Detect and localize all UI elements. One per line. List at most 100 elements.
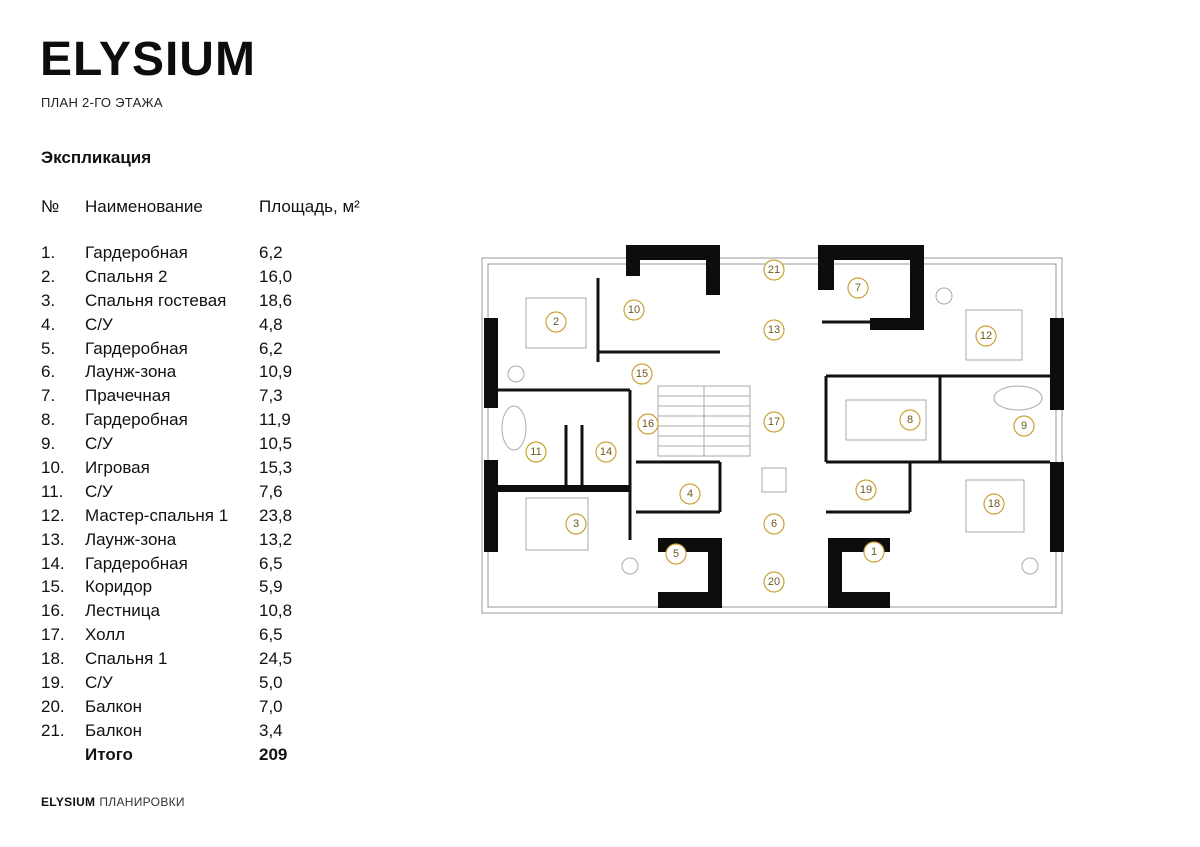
bed-12 bbox=[965, 309, 1023, 361]
room-number: 8. bbox=[41, 410, 56, 430]
terrace-outline bbox=[481, 257, 1063, 614]
svg-text:9: 9 bbox=[1021, 420, 1027, 432]
plan-subtitle: ПЛАН 2-ГО ЭТАЖА bbox=[41, 95, 163, 110]
room-name: Лестница bbox=[85, 601, 160, 621]
room-name: Гардеробная bbox=[85, 410, 188, 430]
room-area: 11,9 bbox=[259, 410, 291, 430]
room-number: 2. bbox=[41, 266, 56, 286]
svg-text:17: 17 bbox=[768, 416, 780, 428]
room-number: 13. bbox=[41, 529, 65, 549]
room-name: С/У bbox=[85, 434, 113, 454]
svg-text:12: 12 bbox=[980, 330, 992, 342]
svg-text:21: 21 bbox=[768, 264, 780, 276]
room-tag-19: 19 bbox=[855, 479, 877, 501]
room-tag-7: 7 bbox=[847, 277, 869, 299]
room-tag-16: 16 bbox=[637, 413, 659, 435]
svg-text:10: 10 bbox=[628, 304, 640, 316]
terrace-inner-outline bbox=[487, 263, 1057, 608]
svg-text:3: 3 bbox=[573, 518, 579, 530]
room-area: 10,8 bbox=[259, 601, 293, 621]
room-tag-14: 14 bbox=[595, 441, 617, 463]
room-area: 7,6 bbox=[259, 481, 283, 501]
room-number: 11. bbox=[41, 481, 64, 501]
room-name: Гардеробная bbox=[85, 553, 188, 573]
room-number: 12. bbox=[41, 505, 65, 525]
room-tag-15: 15 bbox=[631, 363, 653, 385]
svg-text:4: 4 bbox=[687, 488, 693, 500]
room-number: 9. bbox=[41, 434, 56, 454]
svg-text:5: 5 bbox=[673, 548, 679, 560]
room-number: 20. bbox=[41, 696, 65, 716]
room-area: 5,0 bbox=[259, 673, 283, 693]
room-tag-11: 11 bbox=[525, 441, 547, 463]
room-area: 6,2 bbox=[259, 243, 283, 262]
room-number: 14. bbox=[41, 553, 65, 573]
bed-18 bbox=[965, 479, 1025, 533]
room-area: 15,3 bbox=[259, 458, 293, 478]
room-tag-2: 2 bbox=[545, 311, 567, 333]
ottoman bbox=[761, 467, 787, 493]
room-area: 10,5 bbox=[259, 434, 293, 454]
room-area: 13,2 bbox=[259, 529, 293, 549]
room-area: 3,4 bbox=[259, 720, 283, 740]
armchair-2 bbox=[507, 365, 525, 383]
column-area-header: Площадь, м² bbox=[259, 197, 360, 216]
brand-title: ELYSIUM bbox=[40, 33, 256, 86]
room-area: 4,8 bbox=[259, 314, 283, 334]
room-tag-8: 8 bbox=[899, 409, 921, 431]
svg-text:1: 1 bbox=[871, 546, 877, 558]
room-tag-6: 6 bbox=[763, 513, 785, 535]
svg-text:11: 11 bbox=[530, 446, 541, 458]
footer-section: ПЛАНИРОВКИ bbox=[99, 795, 185, 809]
bed-2 bbox=[525, 297, 587, 349]
exterior-walls bbox=[484, 245, 1064, 608]
room-tag-3: 3 bbox=[565, 513, 587, 535]
room-name: Лаунж-зона bbox=[85, 362, 177, 382]
room-tag-1: 1 bbox=[863, 541, 885, 563]
room-number: 17. bbox=[41, 625, 65, 645]
armchair-12 bbox=[935, 287, 953, 305]
room-number: 18. bbox=[41, 649, 65, 669]
armchair-18 bbox=[1021, 557, 1039, 575]
svg-text:6: 6 bbox=[771, 518, 777, 530]
armchair-3 bbox=[621, 557, 639, 575]
room-number: 7. bbox=[41, 386, 56, 406]
bathtub-11 bbox=[501, 405, 527, 451]
room-tag-21: 21 bbox=[763, 259, 785, 281]
total-label: Итого bbox=[85, 745, 133, 764]
wardrobe-island-8 bbox=[845, 399, 927, 441]
room-name: С/У bbox=[85, 314, 113, 334]
svg-text:16: 16 bbox=[642, 418, 654, 430]
room-area: 6,5 bbox=[259, 553, 283, 573]
room-name: С/У bbox=[85, 673, 113, 693]
svg-text:7: 7 bbox=[855, 282, 861, 294]
room-name: Лаунж-зона bbox=[85, 529, 177, 549]
room-name: Балкон bbox=[85, 696, 143, 716]
interior-walls bbox=[498, 278, 1050, 540]
room-name: Гардеробная bbox=[85, 338, 188, 358]
room-name: Коридор bbox=[85, 577, 153, 597]
room-area: 7,0 bbox=[259, 696, 283, 716]
room-name: Игровая bbox=[85, 458, 150, 478]
room-area: 6,5 bbox=[259, 625, 283, 645]
room-name: Прачечная bbox=[85, 386, 171, 406]
column-num-header: № bbox=[41, 197, 60, 216]
svg-text:18: 18 bbox=[988, 498, 1000, 510]
total-area: 209 bbox=[259, 745, 288, 764]
svg-text:19: 19 bbox=[860, 484, 872, 496]
room-tag-12: 12 bbox=[975, 325, 997, 347]
room-name: Холл bbox=[85, 625, 126, 645]
room-number: 21. bbox=[41, 720, 65, 740]
room-name: Спальня 1 bbox=[85, 649, 168, 669]
staircase bbox=[657, 385, 751, 457]
room-area: 24,5 bbox=[259, 649, 293, 669]
room-tag-9: 9 bbox=[1013, 415, 1035, 437]
svg-text:2: 2 bbox=[553, 316, 559, 328]
explication-heading: Экспликация bbox=[41, 148, 152, 167]
svg-text:8: 8 bbox=[907, 414, 913, 426]
bed-3 bbox=[525, 497, 589, 551]
room-area: 18,6 bbox=[259, 290, 293, 310]
room-number: 19. bbox=[41, 673, 65, 693]
room-number: 3. bbox=[41, 290, 56, 310]
